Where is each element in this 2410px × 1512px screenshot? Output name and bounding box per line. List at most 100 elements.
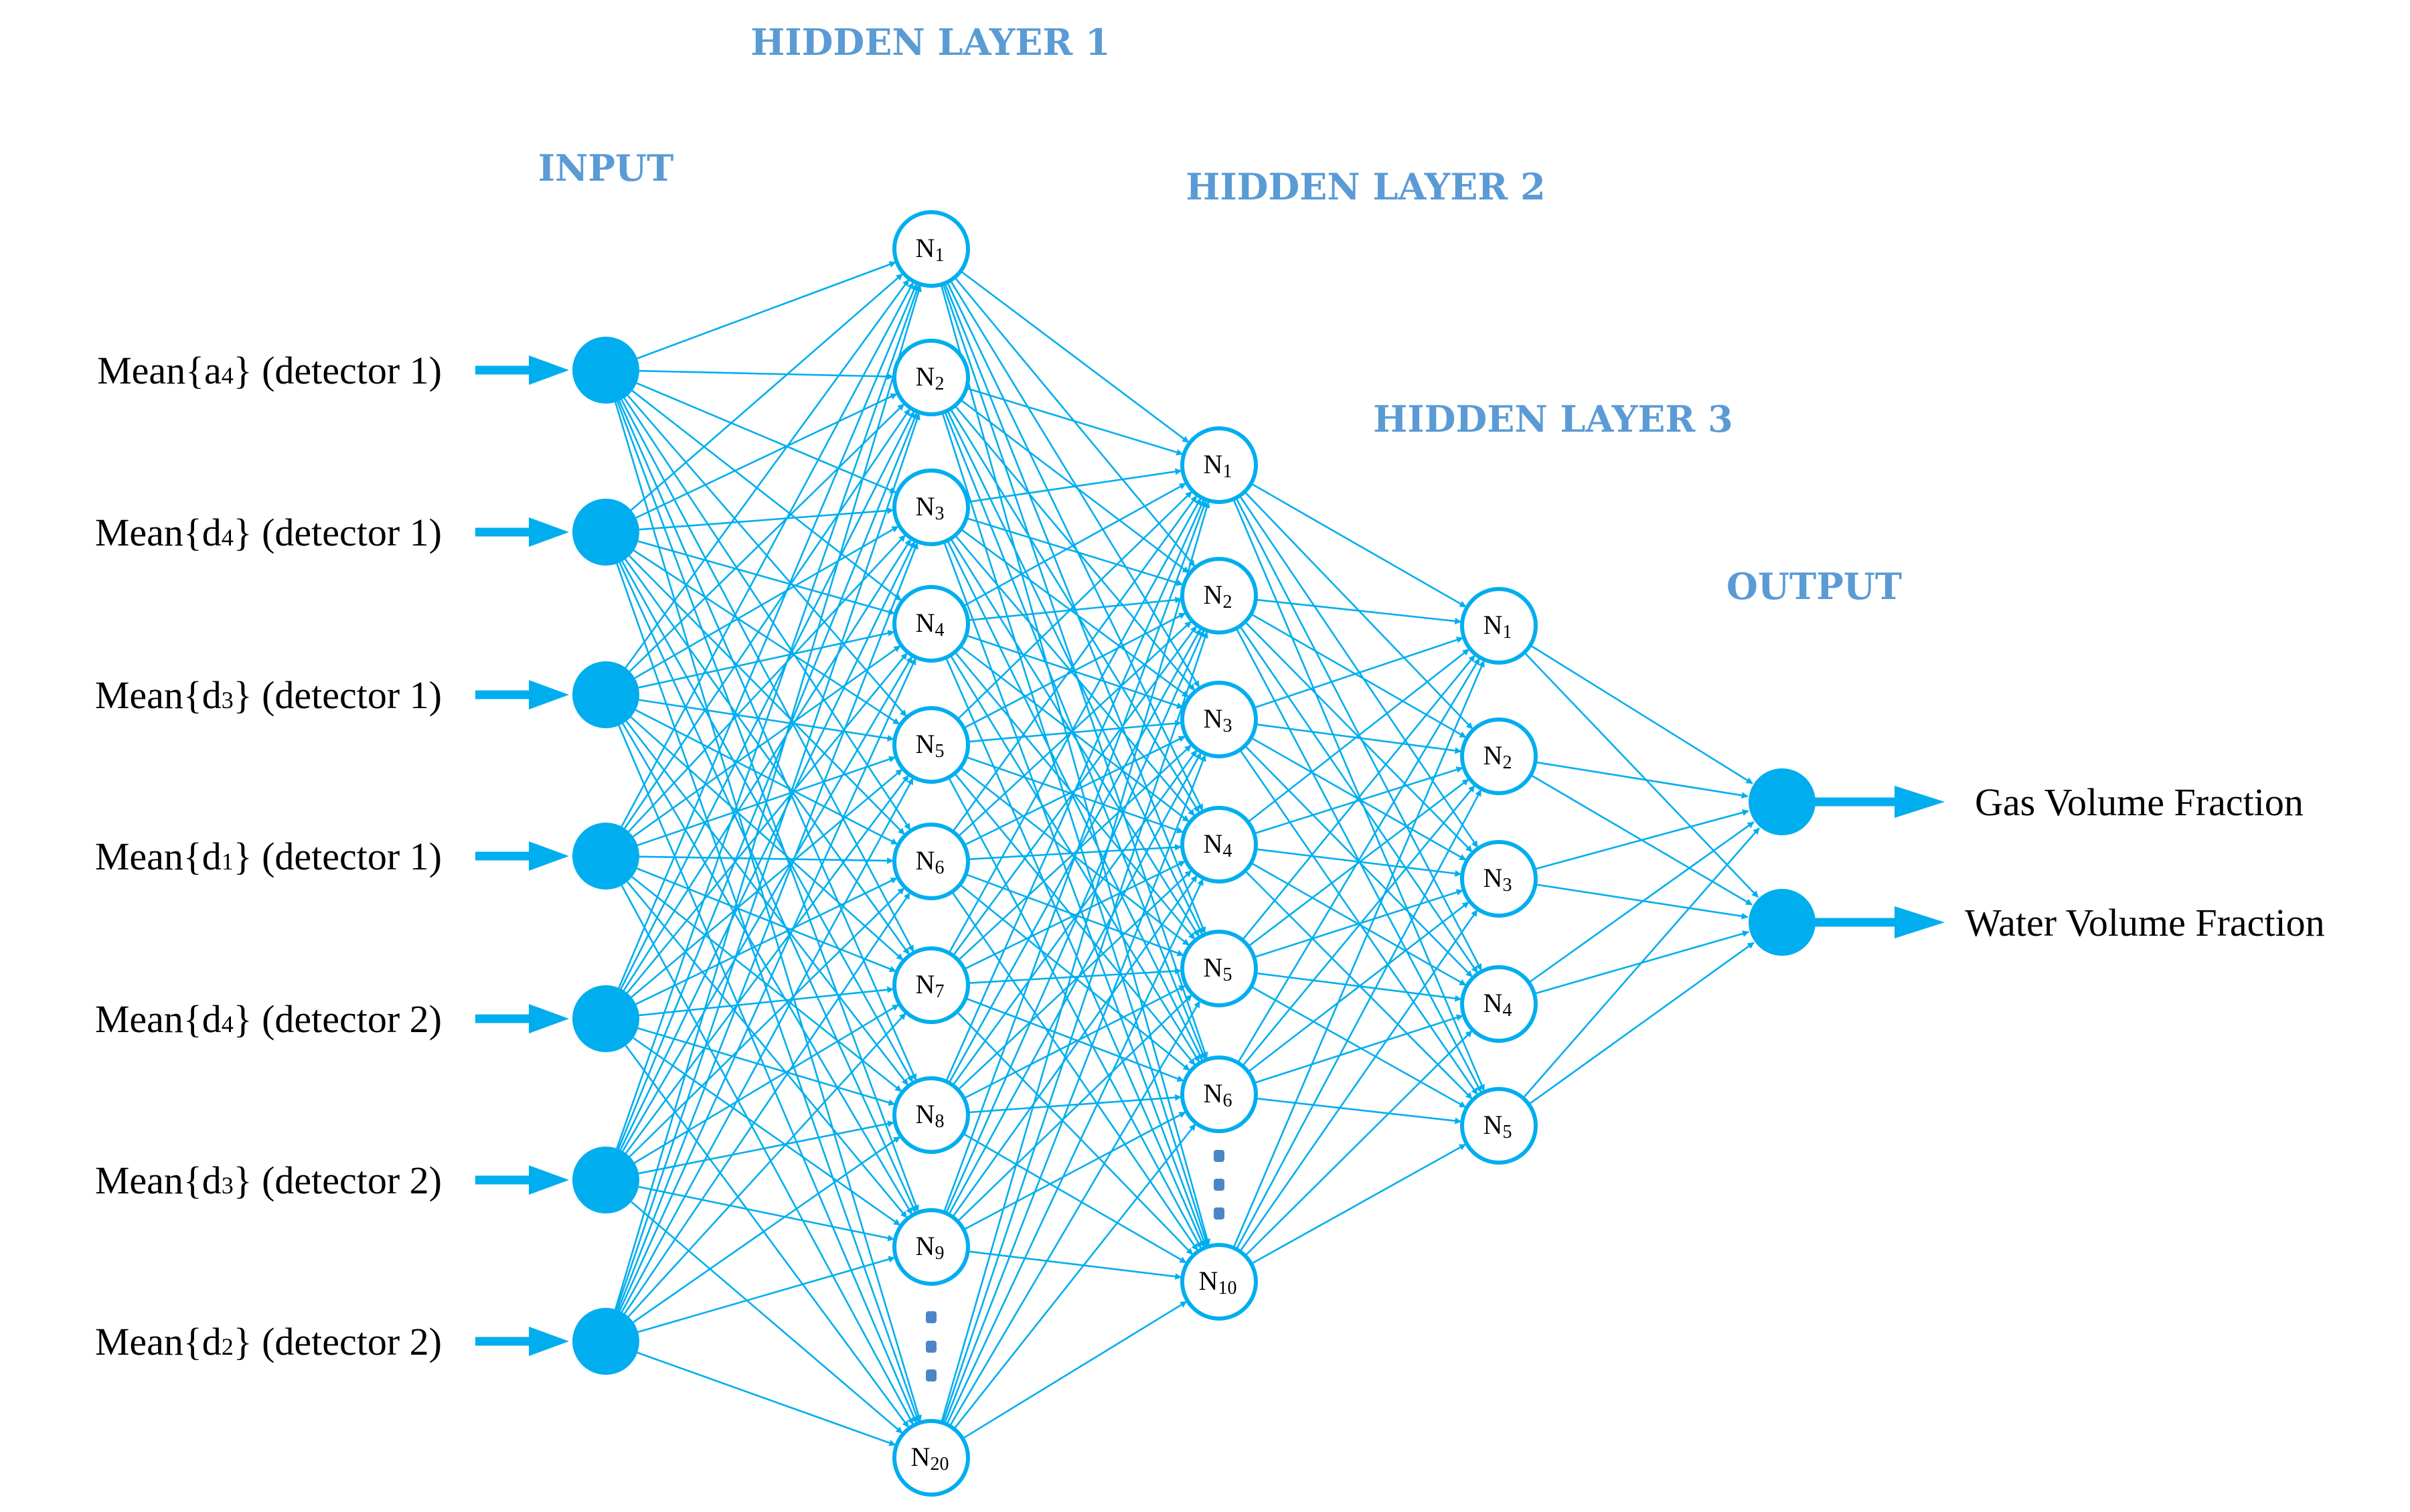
connection-input-6-to-hidden1-9 xyxy=(638,1185,895,1242)
connection-hidden1-1-to-hidden2-3 xyxy=(949,280,1200,688)
input-label-5: Mean{d4} (detector 2) xyxy=(95,997,442,1041)
connection-hidden1-10-to-hidden2-1 xyxy=(941,501,1210,1423)
neuron-label-subscript: 5 xyxy=(1222,964,1232,985)
connection-hidden1-8-to-hidden2-3 xyxy=(952,750,1198,1086)
connection-hidden3-5-to-output-2 xyxy=(1528,942,1755,1105)
output-node-2 xyxy=(1749,889,1816,956)
neuron-label-main: N xyxy=(1204,952,1223,983)
connection-input-6-to-hidden1-4 xyxy=(622,656,913,1152)
connection-input-4-to-hidden1-4 xyxy=(632,645,901,837)
neuron-label-main: N xyxy=(1204,1078,1223,1108)
connection-hidden1-7-to-hidden2-4 xyxy=(963,860,1186,971)
connection-hidden1-1-to-hidden2-1 xyxy=(960,270,1190,443)
neuron-label-main: N xyxy=(1483,740,1503,770)
connection-input-3-to-hidden1-9 xyxy=(622,723,913,1215)
connection-input-6-to-hidden1-5 xyxy=(625,774,909,1154)
input-label-tail: } (detector 1) xyxy=(234,673,442,717)
input-label-tail: } (detector 1) xyxy=(234,349,442,392)
neuron-label-subscript: 3 xyxy=(935,503,944,524)
hidden1-neuron-label-1: N1 xyxy=(916,233,945,266)
neuron-label-subscript: 1 xyxy=(935,245,944,266)
connection-hidden2-6-to-hidden3-2 xyxy=(1242,785,1475,1067)
input-label-3: Mean{d3} (detector 1) xyxy=(95,673,442,717)
neuron-label-main: N xyxy=(1204,580,1223,610)
connection-hidden1-10-to-hidden2-2 xyxy=(942,631,1208,1424)
neuron-label-main: N xyxy=(1483,1110,1503,1140)
connection-hidden1-4-to-hidden2-5 xyxy=(954,651,1196,940)
neuron-label-subscript: 20 xyxy=(930,1454,949,1475)
output-node-1 xyxy=(1749,768,1816,835)
input-node-7 xyxy=(572,1308,639,1375)
neuron-label-main: N xyxy=(916,361,935,392)
connection-hidden1-5-to-hidden2-2 xyxy=(963,612,1186,729)
connection-hidden1-3-to-hidden2-1 xyxy=(967,468,1182,503)
hidden1-neuron-label-4: N4 xyxy=(916,608,945,641)
connection-hidden3-3-to-output-2 xyxy=(1535,884,1749,920)
connection-input-2-to-hidden1-7 xyxy=(625,558,910,955)
connection-hidden1-9-to-hidden2-7 xyxy=(967,1250,1182,1280)
neuron-label-subscript: 2 xyxy=(1502,752,1512,773)
connection-input-4-to-hidden1-3 xyxy=(628,534,906,833)
neuron-label-subscript: 4 xyxy=(1222,841,1232,861)
connection-input-7-to-hidden1-9 xyxy=(637,1256,896,1333)
hidden3-neuron-2 xyxy=(1460,718,1538,795)
neuron-label-main: N xyxy=(1483,610,1503,640)
neurons xyxy=(572,210,1816,1497)
connection-hidden1-9-to-hidden2-2 xyxy=(945,630,1205,1214)
connection-input-6-to-hidden1-8 xyxy=(638,1120,895,1175)
connection-input-4-to-hidden1-10 xyxy=(621,885,914,1425)
connection-input-6-to-hidden1-7 xyxy=(634,1004,899,1164)
connection-hidden1-8-to-hidden2-4 xyxy=(957,870,1192,1091)
connection-hidden2-1-to-hidden3-3 xyxy=(1238,495,1479,848)
connection-hidden2-7-to-hidden3-2 xyxy=(1235,789,1482,1250)
connection-input-4-to-hidden1-8 xyxy=(631,876,902,1092)
connection-hidden2-6-to-hidden3-3 xyxy=(1247,901,1469,1073)
neuron-label-main: N xyxy=(916,969,935,999)
connection-hidden3-5-to-output-1 xyxy=(1522,827,1760,1099)
neuron-label-main: N xyxy=(911,1442,931,1472)
connection-hidden2-5-to-hidden3-2 xyxy=(1248,778,1469,947)
connection-input-2-to-hidden1-4 xyxy=(637,540,896,615)
connection-input-2-to-hidden1-1 xyxy=(630,273,903,511)
ellipsis-dot-4 xyxy=(1214,1150,1224,1162)
input-label-subscript: 2 xyxy=(222,1333,234,1360)
neuron-label-main: N xyxy=(916,729,935,759)
hidden1-neuron-4 xyxy=(892,585,970,663)
hidden1-neuron-6 xyxy=(892,823,970,900)
hidden2-neuron-5 xyxy=(1180,930,1258,1007)
neuron-label-subscript: 2 xyxy=(1222,592,1232,612)
connection-input-1-to-hidden1-7 xyxy=(621,399,914,952)
input-node-1 xyxy=(572,337,639,404)
input-arrow-head xyxy=(529,1004,569,1033)
connection-input-5-to-hidden1-3 xyxy=(623,539,912,991)
hidden1-neuron-10 xyxy=(892,1419,970,1497)
connection-hidden1-4-to-hidden2-2 xyxy=(967,596,1182,621)
connection-input-7-to-hidden1-3 xyxy=(617,542,918,1311)
connection-input-1-to-hidden1-1 xyxy=(637,261,896,359)
connection-input-5-to-hidden1-2 xyxy=(620,410,915,989)
connection-hidden2-1-to-hidden3-1 xyxy=(1251,483,1467,608)
connection-hidden2-1-to-hidden3-5 xyxy=(1232,499,1485,1092)
hidden2-neuron-2 xyxy=(1180,557,1258,635)
connection-hidden1-8-to-hidden2-1 xyxy=(945,499,1205,1082)
neuron-label-main: N xyxy=(916,491,935,521)
neuron-label-main: N xyxy=(916,1231,935,1261)
connection-hidden1-2-to-hidden2-6 xyxy=(944,411,1206,1060)
connection-input-5-to-hidden1-8 xyxy=(637,1027,896,1106)
hidden1-neuron-label-10: N20 xyxy=(911,1442,949,1475)
input-label-4: Mean{d1} (detector 1) xyxy=(95,835,442,878)
input-node-6 xyxy=(572,1147,639,1213)
connection-hidden1-2-to-hidden2-1 xyxy=(966,387,1184,456)
hidden1-neuron-8 xyxy=(892,1076,970,1154)
connection-hidden2-3-to-hidden3-1 xyxy=(1253,637,1463,709)
output-arrow-head xyxy=(1895,906,1945,938)
connection-input-5-to-hidden1-5 xyxy=(631,768,903,998)
neuron-label-subscript: 3 xyxy=(1502,875,1512,896)
io-arrows xyxy=(475,355,1945,1356)
connection-hidden3-2-to-output-1 xyxy=(1535,761,1749,799)
connection-hidden2-5-to-hidden3-3 xyxy=(1254,889,1463,958)
hidden3-neuron-1 xyxy=(1460,587,1538,665)
connection-hidden1-7-to-hidden2-7 xyxy=(956,1011,1194,1256)
connection-input-6-to-hidden1-10 xyxy=(631,1201,903,1434)
input-label-1: Mean{a4} (detector 1) xyxy=(97,349,442,392)
